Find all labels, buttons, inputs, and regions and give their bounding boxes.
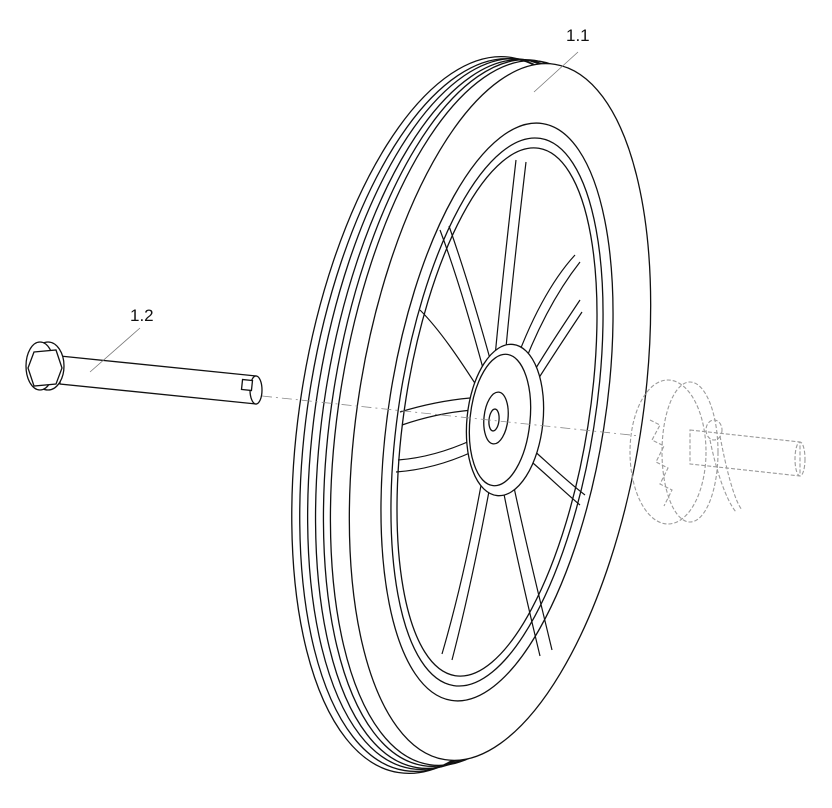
axis-centerline bbox=[261, 395, 641, 437]
callout-wheel: 1.1 bbox=[566, 26, 590, 45]
hub bbox=[465, 343, 545, 497]
leader-lines bbox=[89, 51, 579, 373]
axle-pin bbox=[25, 341, 263, 405]
callout-axle: 1.2 bbox=[130, 306, 154, 325]
mount-bracket-ghost bbox=[629, 379, 806, 525]
wheel-assembly bbox=[291, 55, 652, 775]
